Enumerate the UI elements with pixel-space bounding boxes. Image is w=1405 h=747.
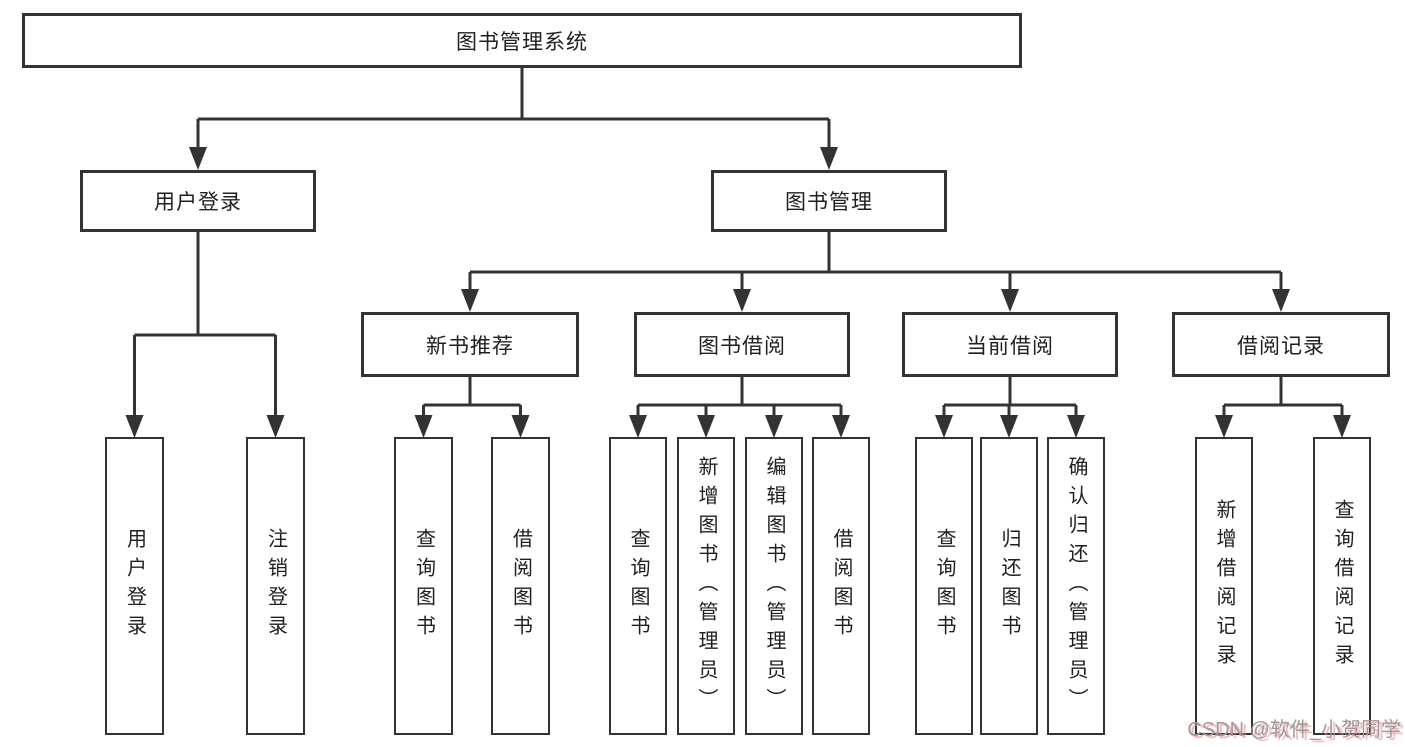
leaf-label: 编辑图书（管理员） <box>763 455 785 717</box>
leaf-label: 查询图书 <box>933 528 955 644</box>
leaf-query-books-borrowing: 查询图书 <box>609 437 667 735</box>
leaf-query-books-recommend: 查询图书 <box>394 437 453 735</box>
leaf-label: 注销登录 <box>264 528 287 644</box>
leaf-borrow-books: 借阅图书 <box>812 437 870 735</box>
arrowhead <box>1272 289 1290 312</box>
node-library-management-system: 图书管理系统 <box>22 13 1022 68</box>
connector-new-book-branch <box>422 376 522 417</box>
arrowhead <box>1001 289 1019 312</box>
arrowhead <box>266 415 285 438</box>
connector-book-management-branch <box>468 231 1283 292</box>
arrowhead <box>1333 415 1351 438</box>
connector-book-borrow-branch <box>636 376 843 417</box>
arrowhead <box>765 415 783 438</box>
arrowhead <box>1067 415 1085 438</box>
arrowhead <box>461 289 479 312</box>
node-book-management: 图书管理 <box>711 170 947 232</box>
connector-current-borrow-branch <box>942 376 1078 417</box>
connector-root-to-level2 <box>196 65 831 150</box>
leaf-edit-books-admin: 编辑图书（管理员） <box>745 437 803 735</box>
leaf-label: 借阅图书 <box>830 528 852 644</box>
arrowhead <box>189 147 207 170</box>
node-new-book-recommendation: 新书推荐 <box>361 312 579 377</box>
leaf-label: 确认归还（管理员） <box>1065 455 1087 717</box>
arrowhead <box>511 415 530 438</box>
connector-borrow-records-branch <box>1222 376 1344 417</box>
leaf-label: 查询借阅记录 <box>1331 499 1353 673</box>
arrowhead <box>733 289 751 312</box>
leaf-label: 新增图书（管理员） <box>695 455 717 717</box>
arrowhead <box>1000 415 1018 438</box>
leaf-label: 用户登录 <box>123 528 146 644</box>
leaf-query-borrow-record: 查询借阅记录 <box>1313 437 1371 735</box>
arrowhead <box>820 147 838 170</box>
arrowhead <box>832 415 850 438</box>
leaf-confirm-return-admin: 确认归还（管理员） <box>1047 437 1105 735</box>
arrowhead <box>629 415 647 438</box>
leaf-user-login: 用户登录 <box>105 437 164 735</box>
arrowheads <box>125 147 1351 438</box>
leaf-label: 借阅图书 <box>509 528 532 644</box>
leaf-label: 查询图书 <box>412 528 435 644</box>
leaf-borrow-books-recommend: 借阅图书 <box>491 437 550 735</box>
leaf-add-books-admin: 新增图书（管理员） <box>677 437 735 735</box>
arrowhead <box>1215 415 1233 438</box>
leaf-return-books: 归还图书 <box>980 437 1038 735</box>
connector-user-login-branch <box>133 231 277 417</box>
leaf-add-borrow-record: 新增借阅记录 <box>1195 437 1253 735</box>
arrowhead <box>125 415 144 438</box>
node-current-borrowing: 当前借阅 <box>902 312 1118 377</box>
csdn-watermark: CSDN @软件_小贺同学 <box>1187 719 1401 741</box>
leaf-label: 新增借阅记录 <box>1213 499 1235 673</box>
leaf-label: 归还图书 <box>998 528 1020 644</box>
leaf-query-books-current: 查询图书 <box>915 437 973 735</box>
leaf-label: 查询图书 <box>627 528 649 644</box>
node-book-borrowing: 图书借阅 <box>634 312 850 377</box>
node-user-login: 用户登录 <box>80 170 316 232</box>
arrowhead <box>414 415 433 438</box>
arrowhead <box>697 415 715 438</box>
leaf-logout-login: 注销登录 <box>246 437 305 735</box>
arrowhead <box>935 415 953 438</box>
node-borrowing-records: 借阅记录 <box>1172 312 1390 377</box>
